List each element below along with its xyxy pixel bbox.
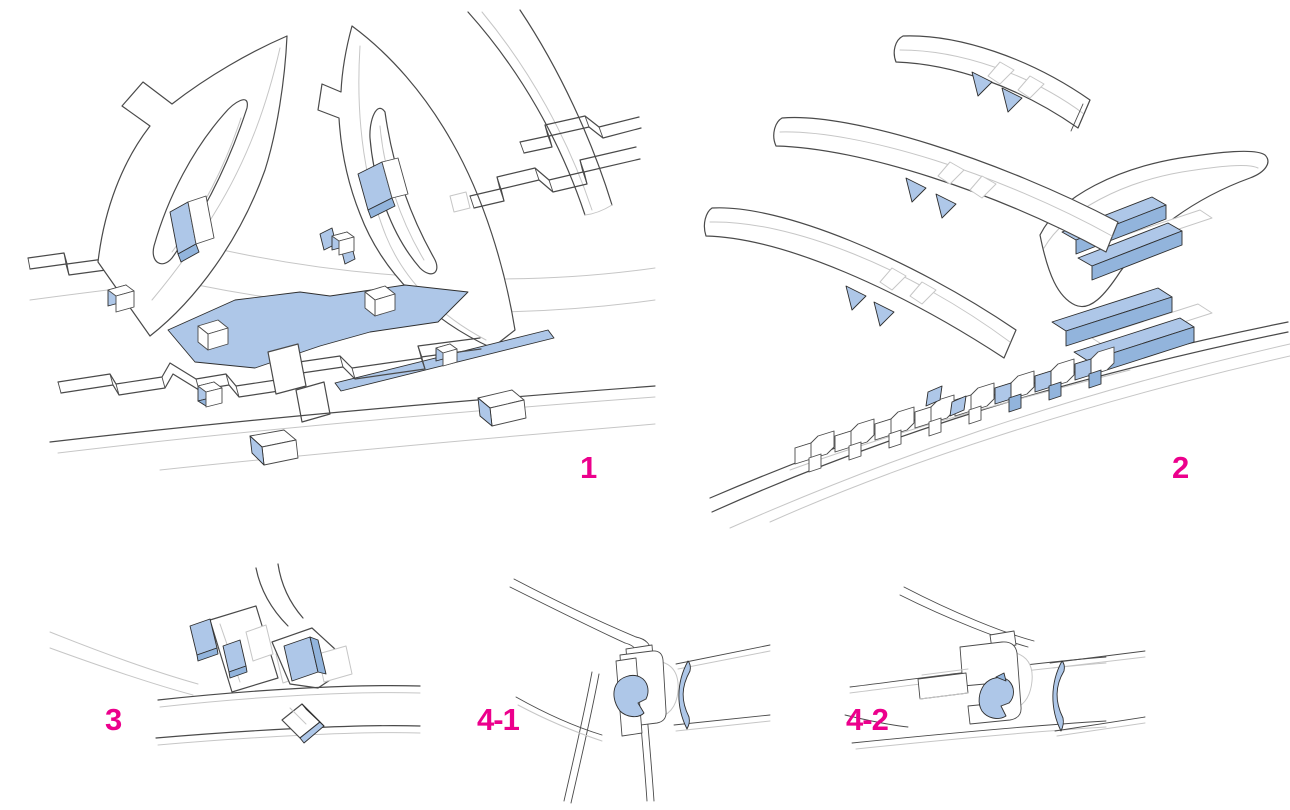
figure-2-drawing: [703, 35, 1290, 529]
figure-4-2-label: 4-2: [846, 702, 889, 737]
tube-section: [1049, 650, 1146, 737]
figure-1: 1: [0, 0, 660, 525]
pin-knob: [613, 674, 649, 718]
clamp: [917, 630, 1033, 725]
blue-pads: [169, 157, 409, 265]
figure-1-drawing: [27, 9, 656, 471]
diamond-plate: [281, 703, 325, 744]
figure-3: 3: [49, 562, 421, 797]
curved-rail-upper-right: [469, 115, 642, 209]
blade-top: [893, 35, 1091, 132]
bottom-arcs: [851, 720, 1107, 750]
figure-4-1: 4-1: [440, 565, 771, 810]
figure-1-label: 1: [580, 450, 597, 485]
figure-4-2: 4-2: [800, 565, 1170, 810]
figure-4-1-drawing: [509, 578, 771, 804]
tube-section: [673, 644, 771, 732]
clamp-block: [271, 627, 353, 689]
pin-knob: [978, 672, 1014, 719]
blue-boxes: [249, 389, 527, 466]
peg-cube: [364, 285, 396, 317]
blade-middle: [773, 116, 1119, 253]
lower-arcs: [515, 696, 603, 742]
blade-lower: [703, 207, 1017, 359]
leaf-panel-partial: [467, 9, 613, 216]
figure-3-label: 3: [105, 702, 122, 737]
peg-cube: [197, 319, 229, 351]
bottom-arcs: [49, 385, 656, 471]
figure-2: 2: [700, 0, 1290, 530]
upper-arcs: [899, 586, 1035, 648]
connector-cubes: [107, 231, 458, 408]
rail-teeth: [794, 346, 1115, 473]
figure-4-1-label: 4-1: [477, 702, 520, 737]
figure-4-2-drawing: [844, 586, 1146, 750]
stalk-curves: [255, 563, 304, 627]
figure-3-drawing: [49, 563, 421, 746]
figure-2-label: 2: [1172, 450, 1189, 485]
upper-arcs: [49, 631, 199, 696]
curved-rail-lower: [57, 337, 482, 423]
